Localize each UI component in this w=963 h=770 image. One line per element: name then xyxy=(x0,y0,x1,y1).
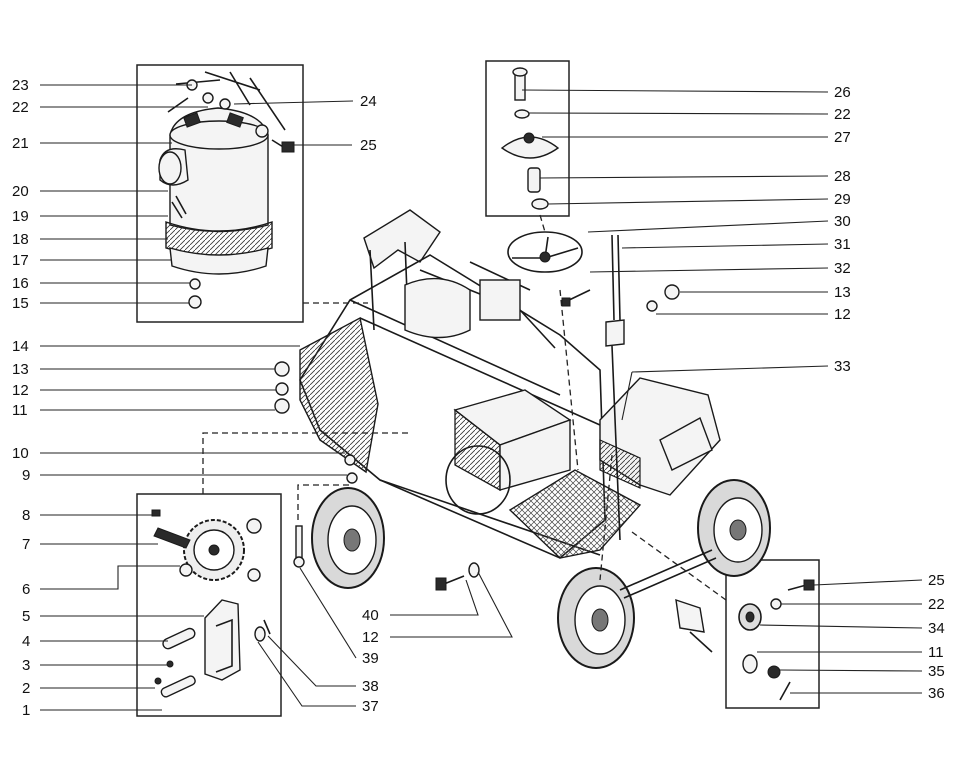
air-filter-drawing xyxy=(158,71,295,309)
front-axle xyxy=(619,549,717,653)
callout-4: 4 xyxy=(22,633,30,650)
front-right-wheel xyxy=(697,479,771,577)
front-wheel-hub-group-frame xyxy=(725,559,820,709)
callout-31: 31 xyxy=(834,236,851,253)
callout-24: 24 xyxy=(360,93,377,110)
right-callouts: 24 25 26 22 27 28 29 30 31 32 13 12 33 2… xyxy=(360,84,945,702)
drive-sprocket-drawing xyxy=(151,509,271,698)
callout-25b: 25 xyxy=(928,572,945,589)
callout-12c: 12 xyxy=(362,629,379,646)
callout-17: 17 xyxy=(12,252,29,269)
callout-18: 18 xyxy=(12,231,29,248)
front-left-wheel xyxy=(557,567,635,669)
callout-2: 2 xyxy=(22,680,30,697)
callout-27: 27 xyxy=(834,129,851,146)
callout-23: 23 xyxy=(12,77,29,94)
callout-21: 21 xyxy=(12,135,29,152)
air-filter-group-frame xyxy=(136,64,304,323)
callout-16: 16 xyxy=(12,275,29,292)
bottom-callouts: 40 12 39 38 37 xyxy=(362,607,379,715)
assembly-dash-lines xyxy=(202,214,727,601)
callout-40: 40 xyxy=(362,607,379,624)
left-callouts: 23 22 21 20 19 18 17 16 15 14 13 12 11 1… xyxy=(12,77,30,719)
callout-25: 25 xyxy=(360,137,377,154)
callout-29: 29 xyxy=(834,191,851,208)
callout-10: 10 xyxy=(12,445,29,462)
drive-sprocket-group-frame xyxy=(136,493,282,717)
callout-22c: 22 xyxy=(928,596,945,613)
callout-9: 9 xyxy=(22,467,30,484)
loose-bolts-drawing xyxy=(274,361,480,591)
callout-14: 14 xyxy=(12,338,29,355)
steering-wheel-parts-drawing xyxy=(500,67,583,273)
rear-wheel xyxy=(311,487,385,589)
callout-28: 28 xyxy=(834,168,851,185)
callout-13b: 13 xyxy=(834,284,851,301)
callout-11: 11 xyxy=(12,402,28,419)
callout-20: 20 xyxy=(12,183,29,200)
callout-36: 36 xyxy=(928,685,945,702)
callout-12b: 12 xyxy=(834,306,851,323)
callout-32: 32 xyxy=(834,260,851,277)
callout-5: 5 xyxy=(22,608,30,625)
callout-35: 35 xyxy=(928,663,945,680)
callout-19: 19 xyxy=(12,208,29,225)
tractor-body-drawing xyxy=(299,209,721,559)
callout-39: 39 xyxy=(362,650,379,667)
callout-26: 26 xyxy=(834,84,851,101)
callout-22: 22 xyxy=(12,99,29,116)
callout-6: 6 xyxy=(22,581,30,598)
callout-8: 8 xyxy=(22,507,30,524)
callout-37: 37 xyxy=(362,698,379,715)
callout-1: 1 xyxy=(22,702,30,719)
callout-7: 7 xyxy=(22,536,30,553)
callout-11b: 11 xyxy=(928,644,944,661)
leader-lines xyxy=(40,84,923,711)
callout-15: 15 xyxy=(12,295,29,312)
callout-33: 33 xyxy=(834,358,851,375)
callout-3: 3 xyxy=(22,657,30,674)
callout-22b: 22 xyxy=(834,106,851,123)
front-hub-drawing xyxy=(738,579,815,701)
callout-34: 34 xyxy=(928,620,945,637)
callout-38: 38 xyxy=(362,678,379,695)
callout-13: 13 xyxy=(12,361,29,378)
callout-12: 12 xyxy=(12,382,29,399)
callout-30: 30 xyxy=(834,213,851,230)
steering-wheel-group-frame xyxy=(485,60,570,217)
